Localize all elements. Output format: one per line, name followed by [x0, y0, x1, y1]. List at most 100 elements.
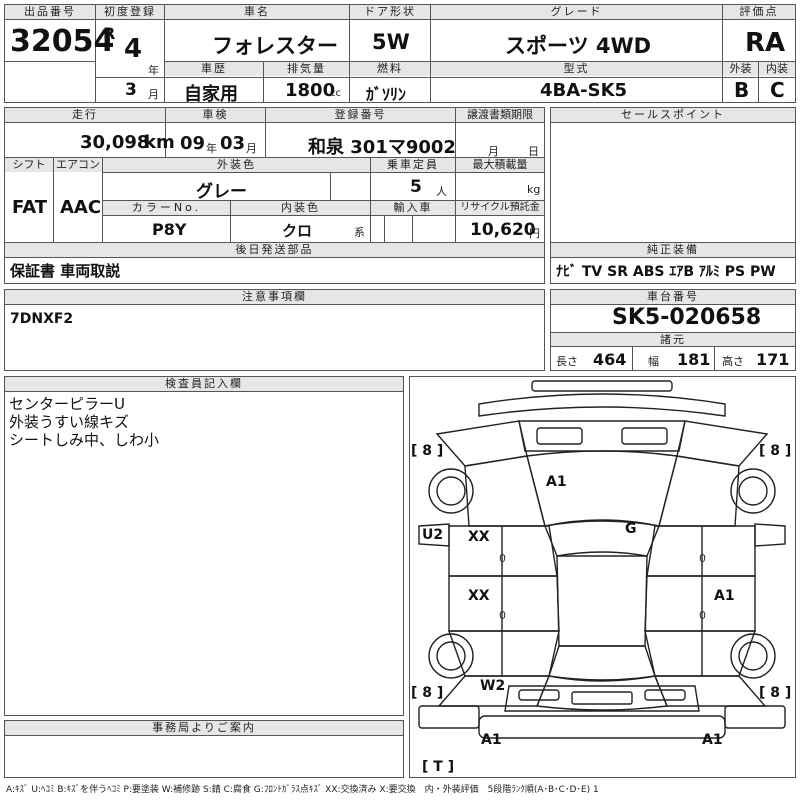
car-diagram: A1 G U2 XX XX A1 W2 A1 A1 [ 8 ] [ 8 ] [ …: [411, 380, 791, 775]
registration-header: 登録番号: [266, 108, 455, 122]
inspection-year: 09: [180, 133, 206, 154]
lot-no-header: 出品番号: [5, 5, 95, 19]
inspector-line-1: センターピラーU: [9, 395, 125, 413]
width-value: 181: [677, 350, 711, 369]
max-load-unit: kg: [527, 183, 541, 196]
notes-header: 注意事項欄: [5, 290, 544, 304]
inspector-block: [4, 376, 404, 716]
mark-xx-rear-left: XX: [468, 588, 490, 604]
length-value: 464: [593, 350, 627, 369]
score-header: 評価点: [723, 5, 795, 19]
aircon-header: エアコン: [54, 158, 102, 172]
inspector-line-2: 外装うすい線キズ: [9, 413, 130, 431]
length-label: 長さ: [556, 355, 578, 368]
era-mark: R: [103, 24, 116, 43]
registration-number: 和泉 301マ9002: [308, 137, 456, 158]
import-header: 輸入車: [371, 201, 455, 215]
history-value: 自家用: [184, 84, 238, 105]
chassis-number: SK5-020658: [612, 305, 762, 330]
recycle-unit: 円: [529, 227, 540, 240]
capacity-unit: 人: [436, 185, 447, 198]
tire-bottom-right: [ 8 ]: [759, 685, 791, 701]
notes-value: 7DNXF2: [10, 311, 74, 327]
grade: スポーツ 4WD: [505, 34, 652, 58]
year-unit: 年: [148, 64, 159, 77]
displacement-value: 1800: [285, 80, 336, 101]
height-label: 高さ: [722, 355, 744, 368]
fuel-value: ｶﾞｿﾘﾝ: [366, 85, 407, 104]
later-parts-header: 後日発送部品: [5, 243, 544, 257]
car-name-header: 車名: [165, 5, 349, 19]
interior-grade: C: [770, 78, 785, 102]
chassis-header: 車台番号: [551, 290, 795, 304]
reg-year: 4: [124, 34, 143, 64]
color-no-value: P8Y: [152, 220, 187, 239]
transfer-day-unit: 日: [528, 145, 539, 158]
ext-color-header: 外装色: [103, 158, 370, 172]
model-type-header: 型式: [431, 62, 722, 76]
dimensions-header: 諸元: [551, 333, 795, 347]
displacement-header: 排気量: [264, 62, 349, 76]
color-no-header: カラーNo.: [103, 201, 230, 215]
height-value: 171: [756, 350, 790, 369]
door-type: 5W: [372, 30, 410, 54]
mark-a1-bottom-left: A1: [481, 732, 502, 748]
inspector-header: 検査員記入欄: [5, 377, 403, 391]
shift-header: シフト: [5, 158, 53, 172]
mark-g-glass: G: [625, 521, 637, 537]
ext-color-value: グレー: [196, 182, 247, 202]
mark-u2-left: U2: [422, 527, 443, 543]
later-parts-value: 保証書 車両取説: [10, 262, 121, 280]
genuine-equipment-header: 純正装備: [551, 243, 795, 257]
tire-bottom-left: [ 8 ]: [411, 685, 443, 701]
mark-a1-right: A1: [714, 588, 735, 604]
inspection-month-unit: 月: [246, 142, 257, 155]
exterior-header: 外装: [723, 62, 758, 76]
model-type-value: 4BA-SK5: [540, 80, 628, 101]
max-load-header: 最大積載量: [456, 158, 544, 172]
car-name: フォレスター: [212, 34, 338, 58]
spare-tire: [ T ]: [422, 759, 454, 775]
int-color-header: 内装色: [231, 201, 370, 215]
month-unit: 月: [148, 88, 159, 101]
mileage-header: 走行: [5, 108, 165, 122]
mark-w2-rear: W2: [480, 678, 505, 694]
sales-points-header: セールスポイント: [551, 108, 795, 122]
history-header: 車歴: [165, 62, 263, 76]
inspector-line-3: シートしみ中、しわ小: [9, 431, 160, 449]
door-header: ドア形状: [350, 5, 430, 19]
inspection-header: 車検: [166, 108, 265, 122]
zero-mark-2: 0: [499, 609, 506, 622]
first-reg-header: 初度登録: [96, 5, 164, 19]
zero-mark-4: 0: [699, 609, 706, 622]
transfer-header: 譲渡書類期限: [456, 108, 544, 122]
int-color-value: クロ: [282, 222, 313, 240]
displacement-unit: cc: [330, 88, 341, 99]
mark-a1-bottom-right: A1: [702, 732, 723, 748]
damage-legend: A:ｷｽﾞ U:ﾍｺﾐ B:ｷｽﾞを伴うﾍｺﾐ P:要塗装 W:補修跡 S:錆 …: [6, 785, 599, 795]
recycle-header: リサイクル預託金: [456, 201, 544, 215]
capacity-header: 乗車定員: [371, 158, 455, 172]
score: RA: [745, 28, 786, 58]
tire-top-right: [ 8 ]: [759, 443, 791, 459]
mileage-value: 30,098: [80, 132, 150, 153]
mark-a1-hood: A1: [546, 474, 567, 490]
zero-mark-3: 0: [699, 552, 706, 565]
aircon-value: AAC: [60, 197, 102, 218]
grade-header: グレード: [431, 5, 722, 19]
width-label: 幅: [648, 355, 659, 368]
fuel-header: 燃料: [350, 62, 430, 76]
inspection-month: 03: [220, 133, 246, 154]
int-color-suffix: 系: [354, 226, 365, 239]
genuine-equipment-value: ﾅﾋﾞ TV SR ABS ｴｱB ｱﾙﾐ PS PW: [556, 264, 776, 280]
lot-number: 32054: [10, 24, 115, 59]
shift-value: FAT: [12, 197, 48, 218]
interior-header: 内装: [759, 62, 795, 76]
office-notice-header: 事務局よりご案内: [5, 721, 403, 735]
tire-top-left: [ 8 ]: [411, 443, 443, 459]
exterior-grade: B: [734, 78, 750, 102]
zero-mark-1: 0: [499, 552, 506, 565]
mileage-unit: km: [144, 132, 175, 153]
reg-month: 3: [125, 80, 137, 100]
transfer-month-unit: 月: [488, 145, 499, 158]
